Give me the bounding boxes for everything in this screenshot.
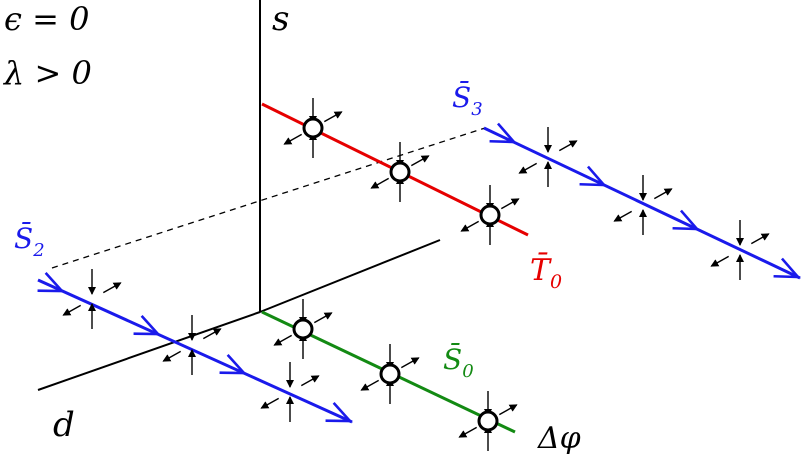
s0-label: S̄0 [443, 342, 474, 382]
flow-arrow [273, 334, 293, 346]
flow-arrow [202, 328, 222, 340]
s2-line [37, 278, 353, 424]
equilibrium-node [379, 363, 401, 385]
equilibrium-points [292, 117, 501, 432]
condition-epsilon-label: ϵ = 0 [4, 0, 89, 38]
s2-label: S̄2 [14, 221, 45, 261]
horizontal-back-axis [259, 239, 441, 313]
equilibrium-node [479, 204, 501, 226]
equilibrium-node [477, 410, 499, 432]
t0-label: T̄0 [530, 252, 562, 293]
flow-arrow [260, 397, 280, 409]
flow-chevron [133, 314, 161, 336]
flow-arrow [410, 155, 430, 167]
flow-arrow [62, 304, 82, 316]
flow-arrow [102, 282, 122, 294]
condition-lambda-label: λ > 0 [2, 54, 92, 92]
flow-arrow [518, 162, 538, 174]
flow-arrow [653, 188, 673, 200]
flow-chevron [579, 165, 607, 187]
dashed-connector [51, 127, 486, 269]
flow-chevron [489, 122, 517, 144]
flow-chevrons [37, 122, 801, 423]
stability-arrows [62, 98, 770, 451]
flow-chevron [672, 209, 700, 231]
delta-phi-label: Δφ [537, 421, 581, 456]
flow-chevron [37, 271, 65, 293]
flow-arrow [458, 426, 478, 438]
flow-arrow [400, 357, 420, 369]
flow-arrow [323, 111, 343, 123]
flow-arrow [750, 233, 770, 245]
flow-arrow [313, 312, 333, 324]
flow-arrow [710, 255, 730, 267]
s3-line [483, 126, 801, 280]
flow-chevron [219, 353, 247, 375]
flow-arrow [613, 210, 633, 222]
s-axis-label: s [272, 0, 289, 39]
flow-arrow [370, 177, 390, 189]
flow-chevron [773, 257, 801, 279]
flow-chevron [325, 401, 353, 423]
flow-arrow [460, 220, 480, 232]
equilibrium-node [302, 117, 324, 139]
d-axis-label: d [53, 405, 75, 445]
d-axis [37, 311, 261, 391]
flow-arrow [360, 379, 380, 391]
flow-arrow [558, 140, 578, 152]
flow-arrow [283, 133, 303, 145]
equilibrium-node [389, 161, 411, 183]
flow-arrow [498, 404, 518, 416]
flow-arrow [300, 375, 320, 387]
flow-arrow [162, 350, 182, 362]
equilibrium-node [292, 318, 314, 340]
s3-label: S̄3 [452, 80, 483, 120]
flow-arrow [500, 198, 520, 210]
